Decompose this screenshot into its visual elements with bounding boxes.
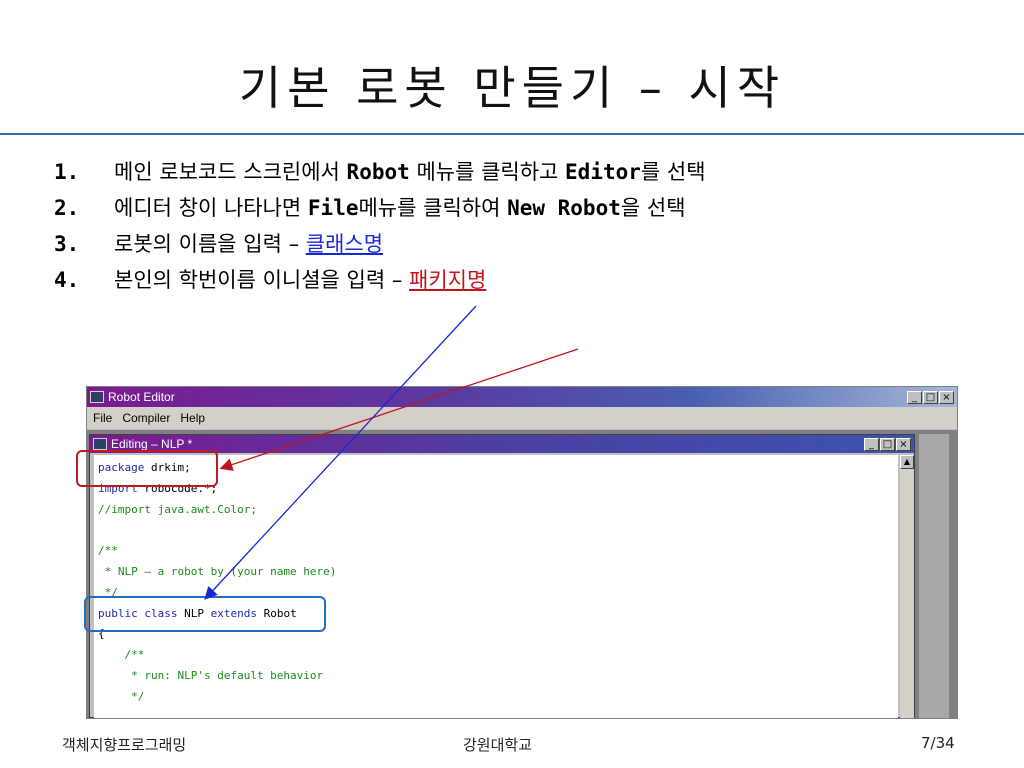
code-text: { [98, 627, 105, 641]
slide-title: 기본 로봇 만들기 – 시작 [238, 61, 786, 115]
keyword: package [98, 461, 145, 474]
window-controls: _ □ × [907, 390, 954, 404]
item-number: 4. [54, 268, 80, 292]
text-segment: 메뉴를 클릭하고 [409, 160, 566, 184]
document-controls: _ □ × [864, 437, 911, 451]
minimize-button[interactable]: _ [907, 390, 922, 404]
source-code: package drkim; import robocode.*; //impo… [94, 455, 898, 711]
footer-university: 강원대학교 [463, 736, 533, 754]
window-titlebar[interactable]: Robot Editor _ □ × [87, 387, 957, 407]
close-button[interactable]: × [939, 390, 954, 404]
document-icon [93, 438, 107, 450]
code-comment: //import java.awt.Color; [98, 502, 257, 516]
text-segment: 를 선택 [640, 160, 706, 184]
menu-name-robot: Robot [346, 160, 410, 184]
code-comment: * NLP – a robot by (your name here) [98, 564, 337, 578]
side-panel [919, 434, 949, 718]
text-segment: 메인 로보코드 스크린에서 [114, 160, 347, 184]
code-comment: * run: NLP's default behavior [98, 668, 324, 682]
list-item: 2. 에디터 창이 나타나면 File메뉴를 클릭하여 New Robot을 선… [54, 193, 984, 223]
menu-help[interactable]: Help [180, 411, 206, 425]
menu-bar: File Compiler Help [87, 407, 957, 429]
text-segment: 로봇의 이름을 입력 – [114, 232, 306, 256]
menu-name-editor: Editor [565, 160, 641, 184]
title-divider [0, 133, 1024, 135]
code-comment: /** [98, 648, 145, 662]
menu-file[interactable]: File [93, 411, 113, 425]
maximize-button[interactable]: □ [923, 390, 938, 404]
menu-name-file: File [307, 196, 359, 220]
editor-workspace: Editing – NLP * _ □ × package drkim; imp… [87, 430, 957, 718]
item-text: 에디터 창이 나타나면 File메뉴를 클릭하여 New Robot을 선택 [114, 193, 984, 223]
text-segment: 본인의 학번이름 이니셜을 입력 – [114, 268, 410, 292]
keyword: extends [210, 606, 257, 620]
code-editor[interactable]: package drkim; import robocode.*; //impo… [94, 455, 898, 718]
class-highlight-box [84, 596, 326, 632]
menu-compiler[interactable]: Compiler [122, 411, 171, 425]
package-highlight-box [76, 450, 218, 487]
code-comment: */ [98, 689, 145, 703]
item-text: 본인의 학번이름 이니셜을 입력 – 패키지명 [114, 265, 984, 295]
text-segment: 메뉴를 클릭하여 [358, 196, 508, 220]
list-item: 4. 본인의 학번이름 이니셜을 입력 – 패키지명 [54, 265, 984, 295]
document-title: Editing – NLP * [111, 437, 193, 451]
text-segment: 을 선택 [620, 196, 686, 220]
code-text: Robot [256, 606, 297, 620]
code-text: NLP [177, 606, 211, 620]
list-item: 3. 로봇의 이름을 입력 – 클래스명 [54, 229, 984, 259]
item-number: 1. [54, 160, 80, 184]
keyword: public class [98, 606, 178, 620]
scroll-up-arrow-icon[interactable]: ▲ [900, 455, 914, 469]
item-text: 로봇의 이름을 입력 – 클래스명 [114, 229, 984, 259]
item-text: 메인 로보코드 스크린에서 Robot 메뉴를 클릭하고 Editor를 선택 [114, 157, 984, 187]
doc-maximize-button[interactable]: □ [880, 437, 895, 451]
doc-minimize-button[interactable]: _ [864, 437, 879, 451]
vertical-scrollbar[interactable]: ▲ [900, 455, 914, 718]
robocode-app-icon [90, 391, 104, 403]
code-comment: /** [98, 544, 118, 558]
class-name-link[interactable]: 클래스명 [305, 232, 384, 256]
code-comment: */ [98, 585, 118, 599]
doc-close-button[interactable]: × [896, 437, 911, 451]
instruction-list: 1. 메인 로보코드 스크린에서 Robot 메뉴를 클릭하고 Editor를 … [54, 157, 984, 301]
text-segment: 에디터 창이 나타나면 [114, 196, 308, 220]
list-item: 1. 메인 로보코드 스크린에서 Robot 메뉴를 클릭하고 Editor를 … [54, 157, 984, 187]
window-title: Robot Editor [108, 390, 175, 404]
item-number: 2. [54, 196, 80, 220]
item-number: 3. [54, 232, 80, 256]
package-name-link[interactable]: 패키지명 [409, 268, 487, 292]
footer-course: 객체지향프로그래밍 [62, 736, 187, 754]
code-text: drkim; [144, 461, 191, 474]
robot-editor-window: Robot Editor _ □ × File Compiler Help Ed… [86, 386, 958, 719]
menu-name-new-robot: New Robot [507, 196, 621, 220]
footer-page-number: 7/34 [921, 734, 955, 752]
